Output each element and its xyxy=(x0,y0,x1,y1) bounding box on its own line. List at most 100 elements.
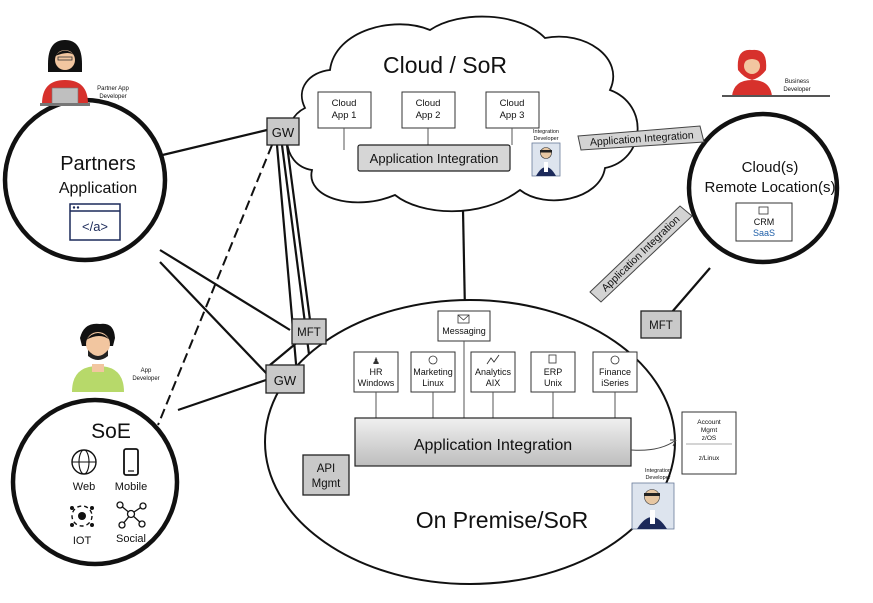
system-label-1: ERP xyxy=(544,367,563,377)
system-card-marketing[interactable]: Marketing Linux xyxy=(410,351,456,393)
code-window-icon: </a> xyxy=(69,203,121,241)
cloud-app-label-1: Cloud xyxy=(416,98,441,109)
messaging-label: Messaging xyxy=(442,326,486,336)
onprem-developer-label-2: Developer xyxy=(645,475,670,481)
soe-title: SoE xyxy=(91,420,131,443)
line-remote-mft xyxy=(671,267,711,313)
cloud-app-card[interactable]: Cloud App 1 xyxy=(317,91,372,129)
account-label-3: z/OS xyxy=(702,435,717,442)
system-label-2: iSeries xyxy=(601,378,629,388)
cloud-app-label-2: App 3 xyxy=(500,110,525,121)
cloud-app-label-1: Cloud xyxy=(332,98,357,109)
gateway-label: Mgmt xyxy=(312,478,342,490)
integration-developer-icon xyxy=(631,482,675,530)
business-developer-label-1: Business xyxy=(785,79,809,85)
partners-title: Partners xyxy=(60,153,136,175)
cloud-app-label-1: Cloud xyxy=(500,98,525,109)
coins-icon xyxy=(610,355,620,365)
line-soe-gw-mid xyxy=(177,378,267,412)
system-label-1: Marketing xyxy=(413,367,453,377)
partner-developer-icon xyxy=(40,40,90,106)
account-mgmt-card[interactable]: Account Mgmt z/OS z/Linux xyxy=(681,411,737,475)
system-card-erp[interactable]: ERP Unix xyxy=(530,351,576,393)
iot-icon xyxy=(70,505,94,527)
onprem-app-integration-label: Application Integration xyxy=(414,437,572,454)
app-developer-label-1: App xyxy=(141,368,152,374)
system-label-2: AIX xyxy=(486,378,501,388)
system-label-2: Linux xyxy=(422,378,444,388)
partners-application: Partners Application </a> Partner App De… xyxy=(2,40,168,263)
gateway-gw-mid[interactable]: GW xyxy=(265,364,305,394)
soe-item-label: IOT xyxy=(73,535,92,547)
cloud-app-card[interactable]: Cloud App 3 xyxy=(485,91,540,129)
system-label-2: Unix xyxy=(544,378,563,388)
app-developer-label-2: Developer xyxy=(132,376,159,382)
app-developer-icon xyxy=(72,323,124,392)
cloud-app-card[interactable]: Cloud App 2 xyxy=(401,91,456,129)
remote-title: Cloud(s) xyxy=(742,159,799,176)
integration-link-cloud-remote[interactable]: Application Integration xyxy=(577,125,705,151)
account-label-4: z/Linux xyxy=(699,455,720,462)
gateway-label: GW xyxy=(272,125,295,140)
cloud-developer-label-1: Integration xyxy=(533,129,559,135)
system-card-finance[interactable]: Finance iSeries xyxy=(592,351,638,393)
soe-item-label: Web xyxy=(73,481,95,493)
cloud-app-integration-label: Application Integration xyxy=(370,151,499,166)
integration-link-remote-onprem[interactable]: Application Integration xyxy=(589,205,693,303)
cloud-title: Cloud / SoR xyxy=(383,52,507,78)
systems-of-engagement: SoE Web Mobile IOT xyxy=(10,323,180,567)
on-premise-sor: On Premise/SoR Messaging ♟ HR Windows Ma… xyxy=(264,299,737,585)
arrow-to-account xyxy=(630,439,677,451)
cloud-app-label-2: App 2 xyxy=(416,110,441,121)
cloud-app-label-2: App 1 xyxy=(332,110,357,121)
gateway-api-mgmt[interactable]: API Mgmt xyxy=(302,454,350,496)
people-icon: ♟ xyxy=(372,356,380,366)
partner-developer-label-2: Developer xyxy=(99,94,126,100)
messaging-card[interactable]: Messaging xyxy=(437,310,491,342)
business-developer-label-2: Developer xyxy=(783,87,810,93)
link-label: Application Integration xyxy=(599,213,682,294)
system-label-2: Windows xyxy=(358,378,395,388)
business-developer-icon xyxy=(722,49,830,97)
account-label-1: Account xyxy=(697,419,721,426)
cloud-developer-label-2: Developer xyxy=(533,136,558,142)
line-gw-top-mft xyxy=(285,144,312,321)
document-icon xyxy=(548,354,557,364)
cloud-sor: Cloud / SoR Cloud App 1 Cloud App 2 Clou… xyxy=(286,15,639,213)
crm-label: CRM xyxy=(754,217,775,227)
social-icon xyxy=(116,501,147,529)
gateway-mft-right[interactable]: MFT xyxy=(640,310,682,339)
gateway-mft-mid[interactable]: MFT xyxy=(291,318,327,345)
system-label-1: Analytics xyxy=(475,367,512,377)
system-card-hr[interactable]: ♟ HR Windows xyxy=(353,351,399,393)
onprem-developer-label-1: Integration xyxy=(645,468,671,474)
saas-label: SaaS xyxy=(753,228,775,238)
system-label-1: HR xyxy=(370,367,383,377)
line-partners-mft xyxy=(159,249,291,331)
gateway-label: GW xyxy=(274,373,297,388)
system-label-1: Finance xyxy=(599,367,631,377)
gateway-label: API xyxy=(317,463,336,475)
system-card-analytics[interactable]: Analytics AIX xyxy=(470,351,516,393)
target-icon xyxy=(428,355,438,365)
partners-subtitle: Application xyxy=(59,180,137,197)
crm-saas-card[interactable]: CRM SaaS xyxy=(735,202,793,242)
line-partners-gw-top xyxy=(149,128,268,160)
gateway-gw-top[interactable]: GW xyxy=(266,117,300,146)
soe-item-label: Social xyxy=(116,533,146,545)
partner-developer-label-1: Partner App xyxy=(97,86,129,92)
arrowhead xyxy=(670,439,677,447)
onprem-app-integration[interactable]: Application Integration xyxy=(354,417,632,467)
cloud-remote-locations: Cloud(s) Remote Location(s) CRM SaaS Bus… xyxy=(686,49,840,265)
svg-text:</a>: </a> xyxy=(82,219,108,234)
line-partners-gw-mid xyxy=(159,261,269,376)
remote-circle xyxy=(686,111,840,265)
gateway-label: MFT xyxy=(649,320,673,332)
mobile-icon xyxy=(123,448,139,476)
remote-subtitle: Remote Location(s) xyxy=(705,179,836,196)
integration-developer-icon xyxy=(531,142,561,177)
soe-item-label: Mobile xyxy=(115,481,147,493)
onprem-title: On Premise/SoR xyxy=(416,507,589,533)
cloud-app-integration[interactable]: Application Integration xyxy=(357,144,511,172)
